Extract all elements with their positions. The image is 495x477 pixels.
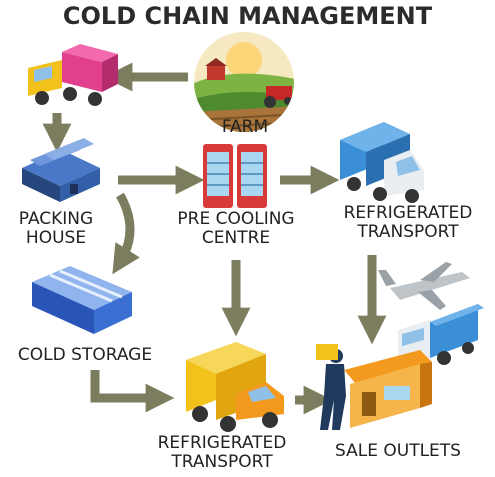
airplane-icon: [378, 262, 470, 310]
cold-storage-label: COLD STORAGE: [17, 345, 153, 365]
arrow-cold-storage-to-bottom-transport: [90, 370, 175, 413]
arrow-packing-to-cold-storage: [112, 192, 140, 275]
sale-outlets-label: SALE OUTLETS: [335, 441, 461, 461]
pre-cooling-fridges-icon: [203, 144, 267, 208]
pre-cooling-centre-label: PRE COOLING CENTRE: [177, 209, 295, 248]
truck-icon-yellow: [186, 342, 284, 432]
page-title: COLD CHAIN MANAGEMENT: [62, 2, 433, 30]
refrigerated-transport-top-label: REFRIGERATED TRANSPORT: [343, 203, 473, 242]
refrigerated-transport-bottom-label: REFRIGERATED TRANSPORT: [157, 433, 287, 472]
truck-icon-blue-bottom: [398, 304, 484, 369]
sale-outlet-icon: [316, 344, 432, 430]
farm-label: FARM: [221, 117, 269, 137]
truck-icon-pink: [28, 44, 118, 106]
truck-icon-blue-top: [340, 122, 424, 203]
cold-storage-icon: [32, 266, 132, 334]
packing-house-icon: [22, 138, 100, 202]
packing-house-label: PACKING HOUSE: [18, 209, 94, 248]
flow-arrows: [42, 62, 387, 415]
